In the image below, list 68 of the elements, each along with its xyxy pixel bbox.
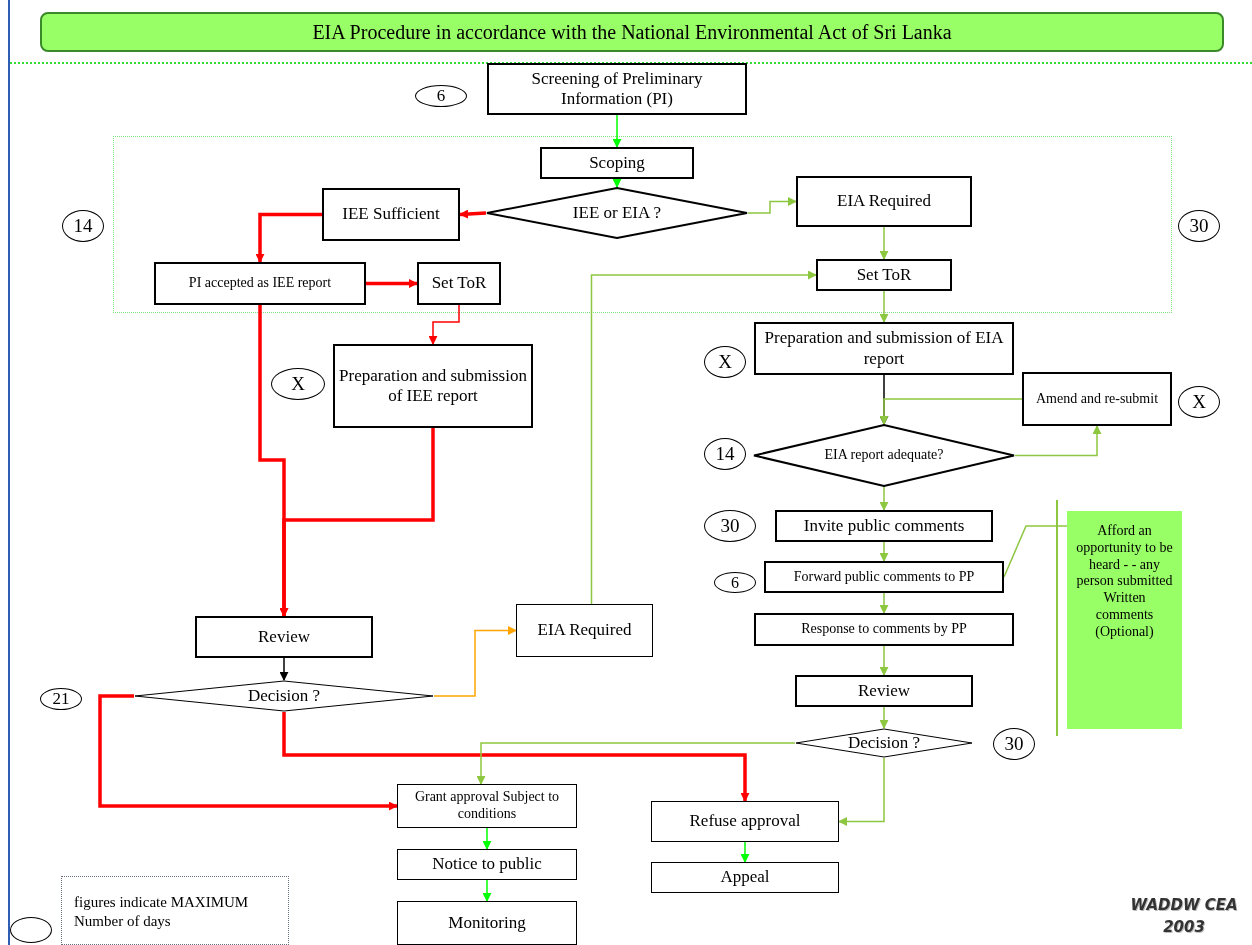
arrow: [612, 178, 622, 188]
process-box: Grant approval Subject to conditions: [397, 784, 577, 828]
day-count-oval: 30: [1178, 210, 1220, 242]
note-box: Afford an opportunity to be heard - - any person submitted Written comments (Optional): [1067, 511, 1182, 729]
process-box: Notice to public: [397, 849, 577, 880]
arrow: [879, 645, 889, 676]
arrow: [740, 841, 750, 863]
day-count-oval: X: [704, 346, 746, 378]
arrow: [428, 304, 460, 345]
process-box: Preparation and submission of EIA report: [754, 322, 1014, 375]
process-box: Appeal: [651, 862, 839, 893]
process-box: Monitoring: [397, 901, 577, 945]
day-count-oval: 30: [704, 510, 756, 542]
day-count-oval: X: [1178, 386, 1220, 418]
arrow: [1014, 425, 1102, 457]
process-box: Amend and re-submit: [1022, 372, 1172, 426]
credit-text: WADDW CEA: [1129, 898, 1239, 913]
decision-diamond: IEE or EIA ?: [486, 187, 748, 239]
arrow: [282, 712, 750, 802]
process-box: IEE Sufficient: [322, 188, 460, 241]
process-box: EIA Required: [516, 604, 653, 657]
arrow: [255, 212, 322, 263]
arrow: [879, 541, 889, 562]
legend-note: figures indicate MAXIMUM Number of days: [61, 876, 289, 945]
arrow: [879, 226, 889, 260]
process-box: EIA Required: [796, 176, 972, 227]
day-count-oval: X: [271, 368, 325, 400]
arrow: [279, 657, 289, 681]
process-box: Set ToR: [816, 259, 952, 291]
process-box: Review: [195, 616, 373, 658]
arrow: [879, 290, 889, 323]
arrow: [879, 398, 1023, 425]
day-count-oval: 30: [993, 728, 1035, 760]
decision-diamond: Decision ?: [134, 680, 434, 712]
arrow: [612, 114, 622, 148]
arrow: [459, 209, 487, 219]
decision-diamond: Decision ?: [795, 728, 973, 758]
arrow: [98, 694, 398, 811]
arrow: [433, 626, 517, 697]
process-box: Preparation and submission of IEE report: [333, 344, 533, 428]
arrow: [482, 879, 492, 902]
process-box: Refuse approval: [651, 801, 839, 842]
arrow: [366, 279, 418, 288]
arrow: [838, 757, 885, 826]
credit-text: 2003: [1162, 920, 1206, 935]
arrow: [482, 827, 492, 850]
process-box: Scoping: [540, 147, 694, 179]
process-box: Forward public comments to PP: [764, 561, 1004, 593]
arrow: [879, 486, 889, 511]
arrow: [879, 706, 889, 729]
day-count-oval: 21: [40, 688, 82, 710]
process-box: Screening of Preliminary Information (PI): [487, 63, 747, 115]
arrow: [879, 592, 889, 614]
title-banner: EIA Procedure in accordance with the National Environmental Act of Sri Lanka: [40, 12, 1224, 52]
process-box: Invite public comments: [775, 510, 993, 542]
day-count-oval: 14: [704, 438, 746, 470]
decision-diamond: EIA report adequate?: [753, 424, 1015, 487]
process-box: Review: [795, 675, 973, 707]
day-count-oval: 6: [415, 85, 467, 107]
process-box: PI accepted as IEE report: [154, 262, 366, 305]
day-count-oval: 14: [62, 210, 104, 242]
arrow: [747, 197, 797, 214]
arrow: [590, 270, 817, 605]
arrow: [476, 742, 796, 785]
day-count-oval: 6: [714, 572, 756, 593]
process-box: Set ToR: [417, 262, 501, 305]
arrow: [279, 428, 435, 617]
process-box: Response to comments by PP: [754, 613, 1014, 646]
